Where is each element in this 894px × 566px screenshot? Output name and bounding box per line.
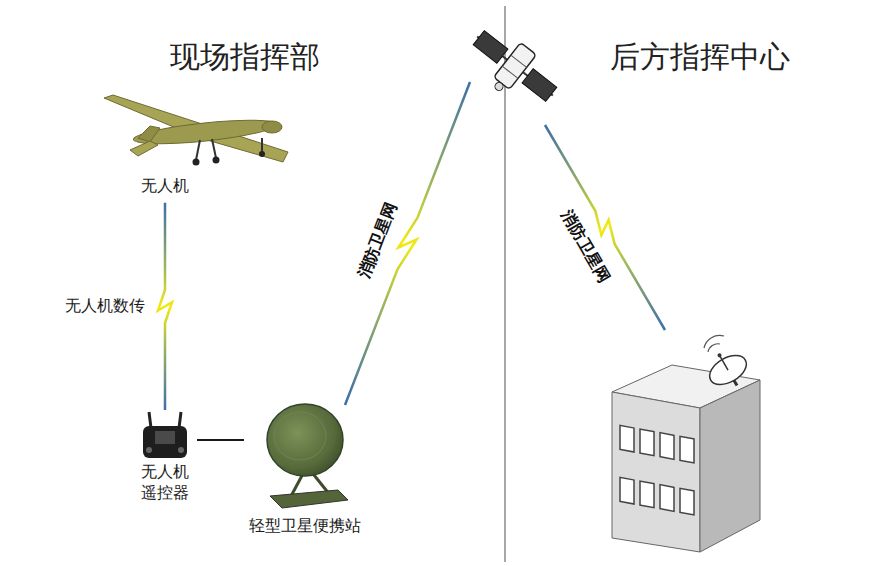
edge-label: 无人机数传 (63, 296, 147, 317)
link-label: 消防卫星网 (353, 197, 403, 283)
node-label: 无人机 遥控器 (138, 462, 192, 504)
controller-node: 无人机 遥控器 (133, 410, 197, 510)
satellite-icon (459, 19, 567, 119)
node-label: 轻型卫星便携站 (249, 516, 361, 537)
building-illustration (612, 335, 760, 552)
node-label: 无人机 (141, 176, 189, 197)
data-link (158, 203, 172, 410)
drone-illustration (104, 95, 288, 166)
satellite-dish-station (267, 404, 348, 508)
section-heading: 现场指挥部 (170, 37, 320, 78)
link-label: 消防卫星网 (555, 204, 615, 287)
remote-controller-icon (143, 412, 187, 458)
cable-link (197, 439, 244, 441)
divider-line (504, 6, 506, 562)
section-heading: 后方指挥中心 (610, 37, 790, 78)
satellite-link (345, 82, 470, 405)
satellite-link (545, 125, 665, 330)
drone-node: 无人机 (136, 176, 194, 203)
station-node: 轻型卫星便携站 (244, 398, 366, 543)
